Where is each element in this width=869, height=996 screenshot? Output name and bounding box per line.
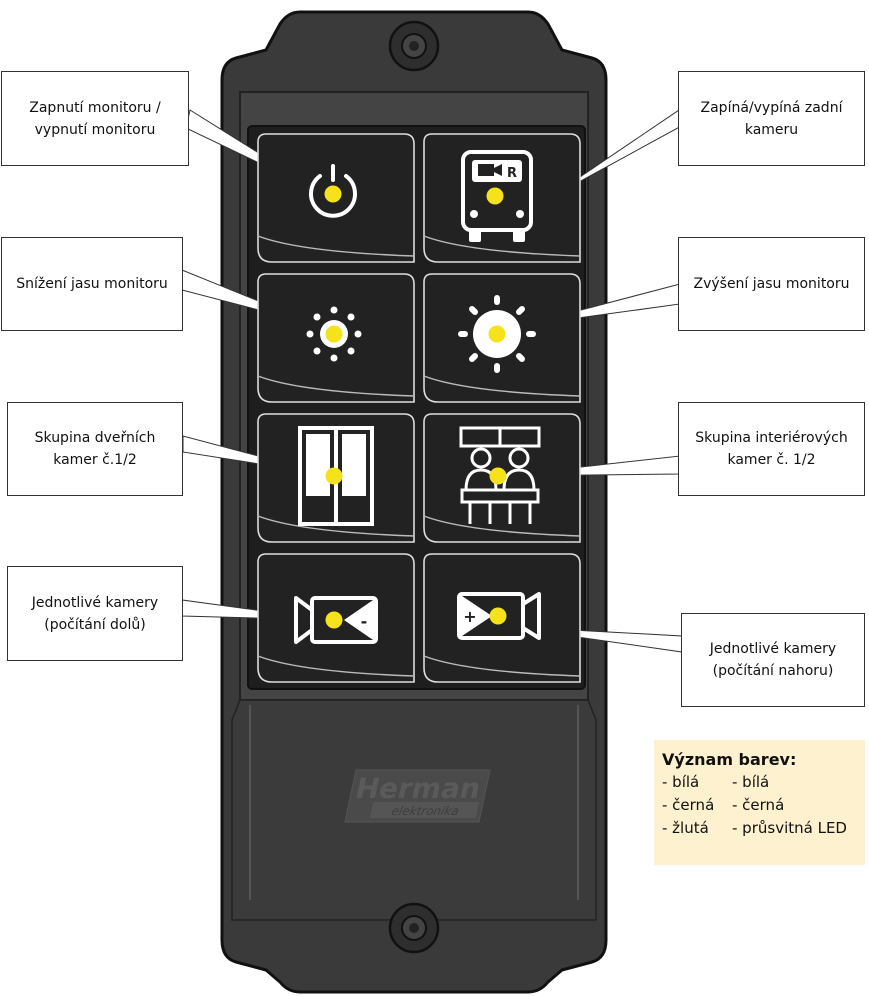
key-camera-next[interactable]: + [423, 553, 581, 683]
legend-right-item: - bílá [732, 773, 770, 791]
top-mounting-hole [388, 20, 440, 72]
power-icon [309, 164, 357, 218]
callout-power: Zapnutí monitoru / vypnutí monitoru [1, 71, 189, 166]
callout-interior-cameras: Skupina interiérových kamer č. 1/2 [678, 402, 865, 496]
key-door-cameras[interactable] [257, 413, 415, 543]
brand-logo-text: Herman [352, 772, 483, 805]
legend-row: - bílá - bílá [662, 771, 857, 794]
callout-line: Snížení jasu monitoru [16, 276, 168, 292]
legend-row: - černá - černá [662, 794, 857, 817]
callout-brightness-down: Snížení jasu monitoru [1, 237, 183, 331]
led-indicator [489, 467, 507, 485]
key-brightness-up[interactable] [423, 273, 581, 403]
key-power[interactable] [257, 133, 415, 263]
callout-line: kamer č.1/2 [53, 452, 137, 468]
camera-plus-icon: + [457, 592, 541, 640]
callout-brightness-up: Zvýšení jasu monitoru [678, 237, 865, 331]
led-indicator [324, 185, 342, 203]
passengers-icon [459, 426, 541, 524]
brand-logo-subtext: elektronika [390, 804, 460, 818]
callout-line: Jednotlivé kamery [31, 594, 159, 611]
callout-line: Zvýšení jasu monitoru [693, 276, 850, 292]
legend-left-item: - žlutá [662, 819, 709, 837]
led-indicator [325, 467, 343, 485]
led-indicator [488, 325, 506, 343]
callout-camera-down: Jednotlivé kamery (počítání dolů) [7, 566, 183, 661]
led-indicator [325, 325, 343, 343]
legend-left-item: - bílá [662, 773, 700, 791]
callout-line: Jednotlivé kamery [709, 641, 837, 657]
led-indicator [486, 187, 504, 205]
key-rear-camera[interactable]: R [423, 133, 581, 263]
legend-row: - žlutá - průsvitná LED [662, 817, 857, 840]
brand-logo: Herman elektronika [344, 769, 491, 823]
key-interior-cameras[interactable] [423, 413, 581, 543]
rear-badge: R [507, 166, 517, 181]
plus-sign: + [463, 607, 476, 626]
callout-line: (počítání dolů) [44, 616, 146, 633]
bottom-mounting-hole [388, 902, 440, 954]
callout-line: Zapnutí monitoru / [29, 99, 161, 116]
color-legend: Význam barev: - bílá - bílá - černá - če… [654, 740, 865, 865]
callout-line: vypnutí monitoru [34, 121, 156, 138]
led-indicator [489, 607, 507, 625]
legend-right-item: - černá [732, 796, 785, 814]
callout-line: (počítání nahoru) [712, 663, 834, 679]
keypad-panel [247, 125, 586, 690]
callout-line: kamer č. 1/2 [727, 452, 816, 468]
callout-rear-camera: Zapíná/vypíná zadní kameru [678, 71, 865, 166]
key-brightness-down[interactable] [257, 273, 415, 403]
legend-left-item: - černá [662, 796, 715, 814]
minus-sign: - [361, 612, 368, 631]
callout-line: Zapíná/vypíná zadní [700, 99, 843, 116]
camera-minus-icon: - [294, 596, 378, 644]
bus-rear-camera-icon: R [461, 150, 533, 242]
callout-line: kameru [744, 121, 799, 138]
legend-right-item: - průsvitná LED [732, 819, 847, 837]
key-camera-previous[interactable]: - [257, 553, 415, 683]
callout-line: Skupina interiérových [695, 430, 848, 446]
callout-door-cameras: Skupina dveřních kamer č.1/2 [7, 402, 183, 496]
led-indicator [325, 611, 343, 629]
legend-title: Význam barev: [662, 750, 797, 769]
callout-line: Skupina dveřních [34, 430, 156, 446]
callout-camera-up: Jednotlivé kamery (počítání nahoru) [681, 613, 865, 707]
